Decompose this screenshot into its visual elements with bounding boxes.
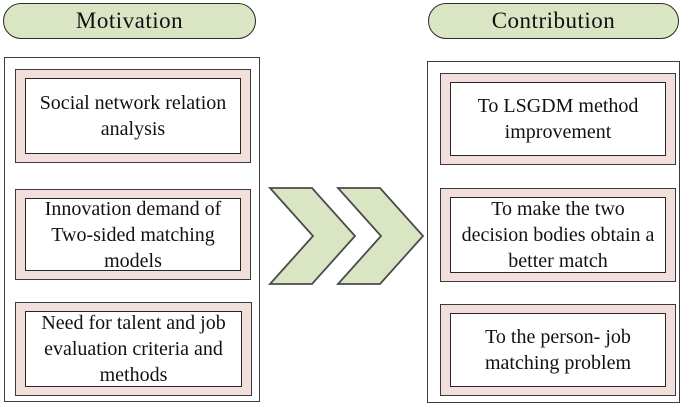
contribution-box-lsgdm-text: To LSGDM method improvement: [450, 82, 666, 156]
contribution-box-better-match: To make the two decision bodies obtain a…: [440, 188, 676, 282]
text-line: To the person- job: [485, 326, 631, 348]
chevron-right-icon: [267, 187, 357, 285]
text-line: evaluation criteria and: [44, 338, 223, 360]
motivation-box-social-network-text: Social network relation analysis: [25, 78, 241, 154]
contribution-header-pill: Contribution: [428, 3, 679, 39]
text-line: improvement: [504, 121, 612, 143]
contribution-box-lsgdm: To LSGDM method improvement: [440, 73, 676, 165]
motivation-box-innovation-demand: Innovation demand of Two-sided matching …: [15, 189, 251, 280]
text-line: To make the two: [491, 198, 625, 220]
text-line: matching problem: [484, 352, 632, 374]
motivation-panel: Social network relation analysis Innovat…: [4, 57, 260, 402]
text-line: To LSGDM method: [477, 95, 639, 117]
motivation-box-talent-job-evaluation: Need for talent and job evaluation crite…: [15, 302, 252, 396]
motivation-box-social-network: Social network relation analysis: [15, 69, 251, 163]
chevron-right-icon: [335, 187, 425, 285]
motivation-header-pill: Motivation: [3, 3, 256, 39]
contribution-box-person-job-text: To the person- job matching problem: [450, 313, 666, 387]
contribution-box-person-job: To the person- job matching problem: [440, 304, 676, 396]
text-line: Need for talent and job: [41, 312, 226, 334]
text-line: Innovation demand of: [44, 197, 222, 220]
motivation-box-innovation-demand-text: Innovation demand of Two-sided matching …: [25, 197, 241, 272]
motivation-box-talent-job-evaluation-text: Need for talent and job evaluation crite…: [25, 311, 242, 387]
text-line: models: [104, 249, 162, 272]
double-chevron-icon: [267, 187, 425, 285]
text-line: Two-sided matching: [51, 223, 215, 246]
text-line: analysis: [100, 118, 166, 140]
text-line: better match: [508, 250, 608, 272]
text-line: decision bodies obtain a: [461, 224, 655, 246]
text-line: methods: [99, 364, 168, 386]
contribution-box-better-match-text: To make the two decision bodies obtain a…: [450, 197, 666, 273]
contribution-panel: To LSGDM method improvement To make the …: [427, 61, 680, 403]
text-line: Social network relation: [39, 92, 227, 114]
